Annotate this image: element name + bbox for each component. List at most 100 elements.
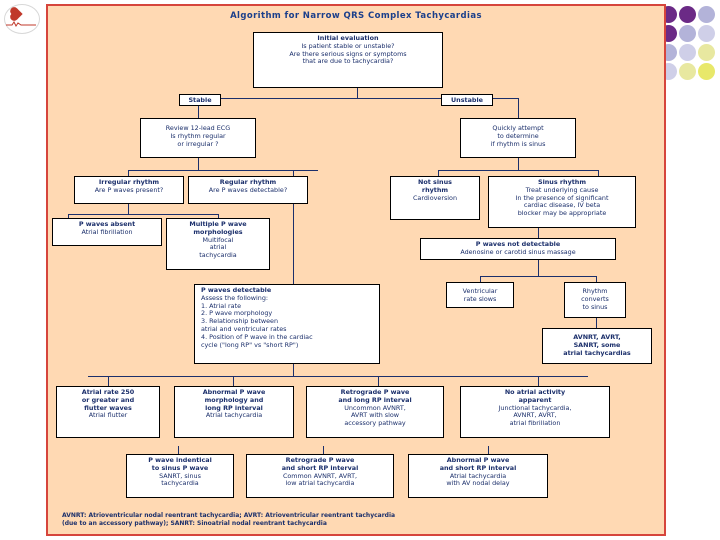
node-no-atrial-activity: No atrial activity apparent Junctional t…	[460, 386, 610, 438]
tag-unstable: Unstable	[441, 94, 493, 106]
connector	[128, 170, 318, 171]
node-heading: Initial evaluation	[317, 34, 379, 42]
node-body: Is patient stable or unstable? Are there…	[289, 41, 407, 66]
node-body: Are P waves detectable?	[208, 185, 288, 194]
node-heading: P waves detectable	[201, 286, 272, 294]
decorative-dot	[679, 44, 696, 61]
connector	[178, 446, 179, 454]
node-heading: Atrial rate 250 or greater and flutter w…	[81, 388, 135, 412]
node-heading: Not sinus rhythm	[418, 178, 452, 194]
node-body: Common AVNRT, AVRT, low atrial tachycard…	[282, 471, 358, 488]
connector	[293, 204, 294, 284]
connector	[596, 276, 597, 284]
ekg-trace-icon	[6, 21, 36, 27]
connector	[378, 376, 379, 386]
node-body: Cardioversion	[412, 193, 458, 202]
node-multiple-p-morphologies: Multiple P wave morphologies Multifocal …	[166, 218, 270, 270]
node-heading: Abnormal P wave and short RP interval	[439, 456, 517, 472]
node-body: Rhythm converts to sinus	[581, 287, 609, 311]
connector	[198, 158, 199, 170]
connector	[218, 214, 219, 220]
node-body: Atrial fibrillation	[81, 227, 133, 236]
connector	[293, 364, 294, 376]
connector	[596, 318, 597, 330]
node-atrial-flutter: Atrial rate 250 or greater and flutter w…	[56, 386, 160, 438]
node-body: Atrial tachycardia with AV nodal delay	[446, 471, 510, 488]
connector	[598, 170, 599, 178]
connector	[198, 98, 199, 126]
node-retrograde-p-short-rp: Retrograde P wave and short RP interval …	[246, 454, 394, 498]
node-body: Quickly attempt to determine if rhythm i…	[490, 124, 546, 148]
node-rhythm-converts-to-sinus: Rhythm converts to sinus	[564, 282, 626, 318]
node-body: SANRT, sinus tachycardia	[159, 471, 201, 488]
connector	[128, 170, 129, 178]
heart-ekg-logo	[4, 4, 40, 34]
node-heading: Regular rhythm	[219, 178, 277, 186]
page-title: Algorithm for Narrow QRS Complex Tachyca…	[230, 11, 482, 21]
node-body: Assess the following: 1. Atrial rate 2. …	[201, 293, 313, 349]
connector	[438, 170, 598, 171]
node-p-waves-not-detectable: P waves not detectable Adenosine or caro…	[420, 238, 616, 260]
connector	[323, 446, 324, 454]
node-sinus-rhythm: Sinus rhythm Treat underlying cause In t…	[488, 176, 636, 228]
node-body: Review 12-lead ECG Is rhythm regular or …	[165, 124, 231, 148]
node-p-identical-to-sinus: P wave indentical to sinus P wave SANRT,…	[126, 454, 234, 498]
node-not-sinus-rhythm: Not sinus rhythm Cardioversion	[390, 176, 480, 220]
node-review-ecg: Review 12-lead ECG Is rhythm regular or …	[140, 118, 256, 158]
connector	[518, 98, 519, 126]
connector	[538, 220, 539, 240]
connector	[538, 376, 539, 386]
connector	[518, 158, 519, 170]
node-abnormal-p-short-rp: Abnormal P wave and short RP interval At…	[408, 454, 548, 498]
connector	[198, 98, 518, 99]
connector	[108, 376, 109, 386]
node-heading: Retrograde P wave and short RP interval	[281, 456, 359, 472]
connector	[68, 214, 218, 215]
node-body: Atrial flutter	[88, 411, 128, 420]
decorative-dot	[698, 44, 715, 61]
node-heading: Irregular rhythm	[98, 178, 160, 186]
node-ventricular-rate-slows: Ventricular rate slows	[446, 282, 514, 308]
connector	[488, 446, 489, 454]
node-heading: P wave indentical to sinus P wave	[148, 456, 212, 472]
node-heading: Retrograde P wave and long RP interval	[338, 388, 412, 404]
node-body: Adenosine or carotid sinus massage	[460, 247, 576, 256]
node-body: Multifocal atrial tachycardia	[199, 235, 237, 260]
node-irregular-rhythm: Irregular rhythm Are P waves present?	[74, 176, 184, 204]
node-retrograde-p-long-rp: Retrograde P wave and long RP interval U…	[306, 386, 444, 438]
connector	[480, 276, 481, 284]
node-heading: Sinus rhythm	[537, 178, 587, 186]
connector	[357, 88, 358, 98]
decorative-dot	[698, 63, 715, 80]
node-body: Junctional tachycardia, AVNRT, AVRT, atr…	[498, 403, 572, 428]
connector	[438, 170, 439, 178]
decorative-dot	[679, 6, 696, 23]
node-heading: P waves absent	[78, 220, 136, 228]
node-body: Treat underlying cause In the presence o…	[515, 185, 609, 218]
node-p-waves-absent: P waves absent Atrial fibrillation	[52, 218, 162, 246]
connector	[538, 258, 539, 276]
node-body: Atrial tachycardia	[205, 411, 263, 420]
connector	[233, 376, 234, 386]
node-p-waves-detectable: P waves detectable Assess the following:…	[194, 284, 380, 364]
node-avnrt-avrt-sanrt-group: AVNRT, AVRT, SANRT, some atrial tachycar…	[542, 328, 652, 364]
node-heading: P waves not detectable	[475, 240, 561, 248]
flowchart-panel: Algorithm for Narrow QRS Complex Tachyca…	[46, 4, 666, 536]
node-abnormal-p-long-rp: Abnormal P wave morphology and long RP i…	[174, 386, 294, 438]
node-heading: Multiple P wave morphologies	[189, 220, 247, 236]
decorative-dot	[679, 63, 696, 80]
footnote-abbreviations: AVNRT: Atrioventricular nodal reentrant …	[62, 511, 396, 527]
node-body: Ventricular rate slows	[462, 287, 498, 303]
node-heading: No atrial activity apparent	[504, 388, 566, 404]
connector	[293, 170, 294, 178]
node-body: Are P waves present?	[94, 185, 164, 194]
node-heading: AVNRT, AVRT, SANRT, some atrial tachycar…	[563, 333, 631, 357]
node-heading: Abnormal P wave morphology and long RP i…	[202, 388, 266, 412]
connector	[480, 276, 596, 277]
node-initial-evaluation: Initial evaluation Is patient stable or …	[253, 32, 443, 88]
decorative-dot	[698, 25, 715, 42]
node-body: Uncommon AVNRT, AVRT with slow accessory…	[344, 403, 406, 428]
node-determine-sinus: Quickly attempt to determine if rhythm i…	[460, 118, 576, 158]
decorative-dot	[698, 6, 715, 23]
node-regular-rhythm: Regular rhythm Are P waves detectable?	[188, 176, 308, 204]
